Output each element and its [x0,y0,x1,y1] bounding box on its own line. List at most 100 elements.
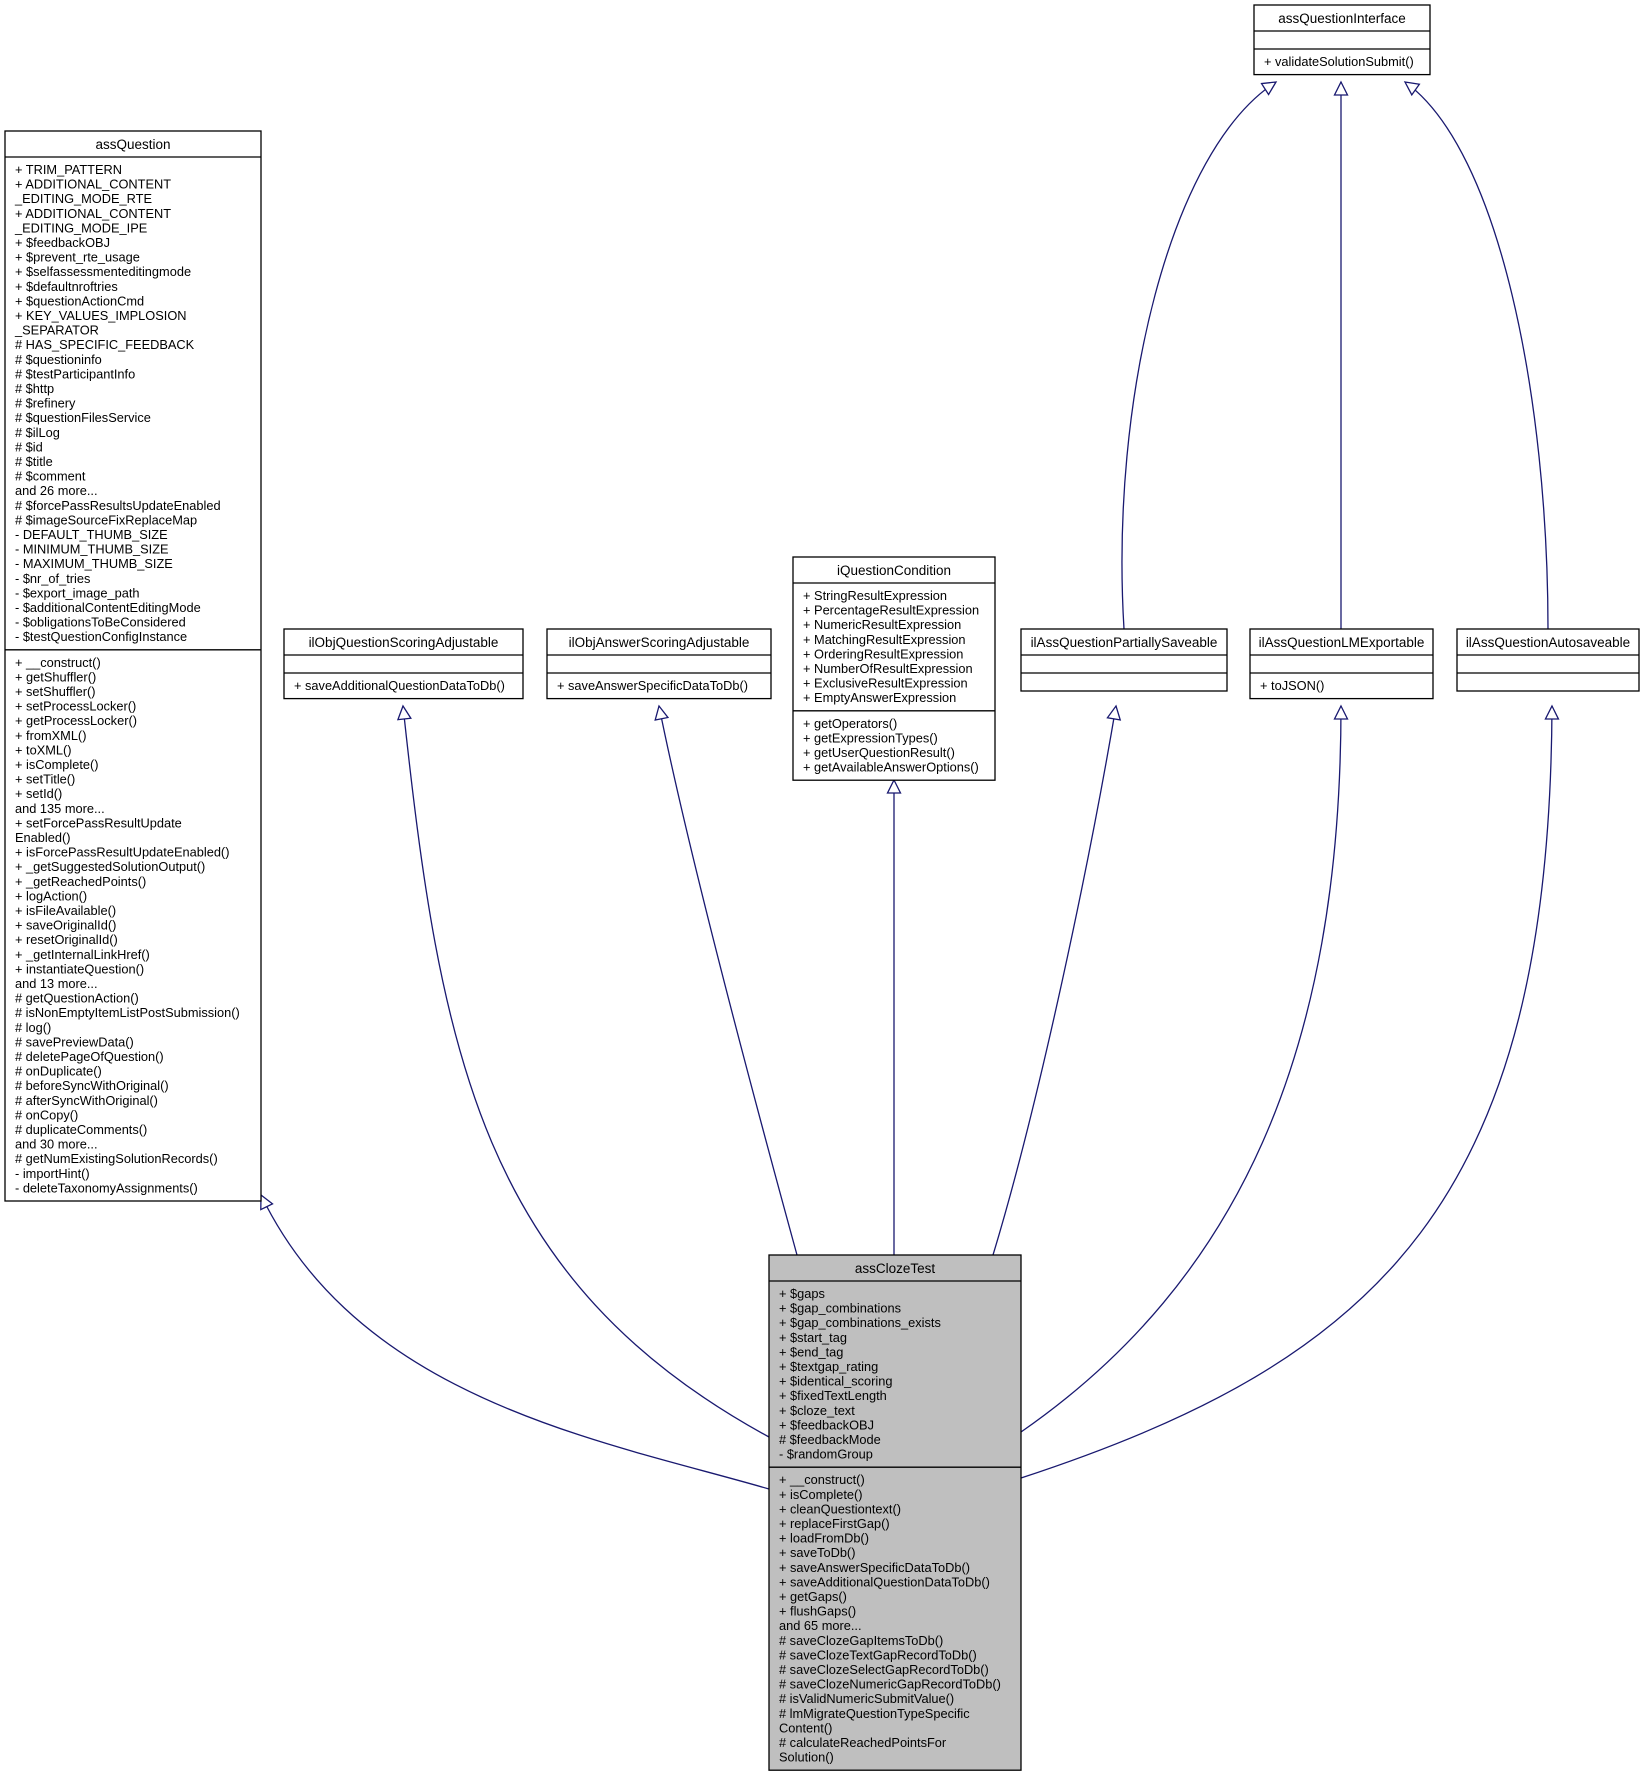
class-method: + instantiateQuestion() [15,961,144,976]
class-method: + setProcessLocker() [15,699,136,714]
inheritance-edge-ilAssQuestionAutosaveable-to-assQuestionInterface [1403,81,1549,630]
class-attribute: + EmptyAnswerExpression [803,690,956,705]
class-attribute: + $questionActionCmd [15,293,144,308]
class-attribute: # $http [15,381,54,396]
class-method: # log() [15,1020,51,1035]
class-method: # onCopy() [15,1107,78,1122]
class-attribute: + $end_tag [779,1344,843,1359]
class-attribute: + NumberOfResultExpression [803,661,973,676]
class-box-frame [1456,628,1640,692]
inheritance-line [402,705,770,1438]
class-method: # beforeSyncWithOriginal() [15,1078,169,1093]
class-method: + saveAnswerSpecificDataToDb() [557,678,748,693]
inheritance-arrowhead [1544,704,1560,720]
class-method: + isComplete() [15,757,99,772]
class-method: # lmMigrateQuestionTypeSpecific [779,1706,970,1721]
class-attribute: + $cloze_text [779,1403,855,1418]
class-attribute: + $identical_scoring [779,1374,892,1389]
class-box-frame [792,556,996,781]
class-method: + _getSuggestedSolutionOutput() [15,859,205,874]
class-box-ilAssQuestionAutosaveable: ilAssQuestionAutosaveable [1456,628,1640,692]
inheritance-arrowhead [654,704,670,721]
class-attribute: + $fixedTextLength [779,1388,887,1403]
class-attribute: and 26 more... [15,483,98,498]
class-method: + getShuffler() [15,669,96,684]
class-method: + getGaps() [779,1589,847,1604]
inheritance-edge-assClozeTest-to-ilObjAnswerScoringAdjustable [654,704,798,1256]
class-method: + saveAdditionalQuestionDataToDb() [294,678,505,693]
inheritance-line [260,1194,770,1490]
class-attribute: + $feedbackOBJ [15,235,110,250]
inheritance-edge-ilAssQuestionLMExportable-to-assQuestionInterface [1333,80,1349,630]
class-attribute: _EDITING_MODE_IPE [14,220,147,235]
class-box-assClozeTest: assClozeTest+ $gaps+ $gap_combinations+ … [768,1254,1022,1771]
class-attribute: + KEY_VALUES_IMPLOSION [15,308,187,323]
class-attribute: - MINIMUM_THUMB_SIZE [15,542,169,557]
class-method: Solution() [779,1750,834,1765]
class-attribute: + ADDITIONAL_CONTENT [15,177,171,192]
class-boxes: assQuestion+ TRIM_PATTERN+ ADDITIONAL_CO… [4,4,1640,1771]
class-method: + __construct() [15,655,101,670]
class-box-frame [1020,628,1228,692]
class-attribute: # $forcePassResultsUpdateEnabled [15,498,221,513]
inheritance-line [1121,81,1277,630]
class-box-iQuestionCondition: iQuestionCondition+ StringResultExpressi… [792,556,996,781]
inheritance-edge-assClozeTest-to-ilObjQuestionScoringAdjustable [396,704,770,1438]
class-attribute: # $questioninfo [15,352,102,367]
class-box-ilAssQuestionPartiallySaveable: ilAssQuestionPartiallySaveable [1020,628,1228,692]
inheritance-line [1020,705,1553,1479]
class-attribute: + $defaultnroftries [15,279,118,294]
class-attribute: + $textgap_rating [779,1359,878,1374]
inheritance-arrowhead [1106,704,1122,721]
class-method: + cleanQuestiontext() [779,1501,901,1516]
class-method: + logAction() [15,888,87,903]
inheritance-edge-assClozeTest-to-ilAssQuestionLMExportable [1020,704,1349,1433]
class-box-frame [283,628,524,700]
class-box-frame [768,1254,1022,1771]
inheritance-edge-assClozeTest-to-assQuestion [260,1193,770,1490]
inheritance-arrowhead [260,1193,274,1211]
class-attribute: + $gap_combinations [779,1301,901,1316]
class-attribute: _SEPARATOR [14,323,99,338]
class-method: + __construct() [779,1472,865,1487]
inheritance-edges [260,80,1560,1490]
class-attribute: + StringResultExpression [803,588,947,603]
inheritance-arrowhead [886,778,902,794]
class-method: # afterSyncWithOriginal() [15,1093,158,1108]
class-name: assClozeTest [855,1261,936,1276]
class-method: # deletePageOfQuestion() [15,1049,164,1064]
class-method: and 30 more... [15,1137,98,1152]
class-attribute: # $testParticipantInfo [15,366,135,381]
class-method: - importHint() [15,1166,90,1181]
class-method: + toJSON() [1260,678,1324,693]
class-name: ilAssQuestionAutosaveable [1466,635,1630,650]
class-name: assQuestion [95,137,170,152]
class-method: + setId() [15,786,62,801]
class-attribute: - $export_image_path [15,585,140,600]
class-method: # savePreviewData() [15,1034,134,1049]
class-method: # isValidNumericSubmitValue() [779,1691,954,1706]
class-method: + isComplete() [779,1487,863,1502]
class-method: + setShuffler() [15,684,96,699]
class-method: # getNumExistingSolutionRecords() [15,1151,218,1166]
class-method: + replaceFirstGap() [779,1516,890,1531]
class-method: + toXML() [15,742,72,757]
class-attribute: - MAXIMUM_THUMB_SIZE [15,556,173,571]
class-method: # saveClozeSelectGapRecordToDb() [779,1662,989,1677]
class-method: + saveOriginalId() [15,918,116,933]
class-name: assQuestionInterface [1278,11,1406,26]
class-method: + _getInternalLinkHref() [15,947,150,962]
class-box-frame [1253,4,1431,76]
class-method: # saveClozeNumericGapRecordToDb() [779,1677,1001,1692]
class-method: + saveAnswerSpecificDataToDb() [779,1560,970,1575]
inheritance-arrowhead [1333,704,1349,720]
class-method: + flushGaps() [779,1604,856,1619]
class-name: ilObjQuestionScoringAdjustable [309,635,499,650]
class-attribute: - $obligationsToBeConsidered [15,615,186,630]
inheritance-arrowhead [396,704,412,721]
class-attribute: # $imageSourceFixReplaceMap [15,512,197,527]
class-method: + saveToDb() [779,1545,855,1560]
class-method: # getQuestionAction() [15,991,139,1006]
class-method: + setTitle() [15,772,75,787]
